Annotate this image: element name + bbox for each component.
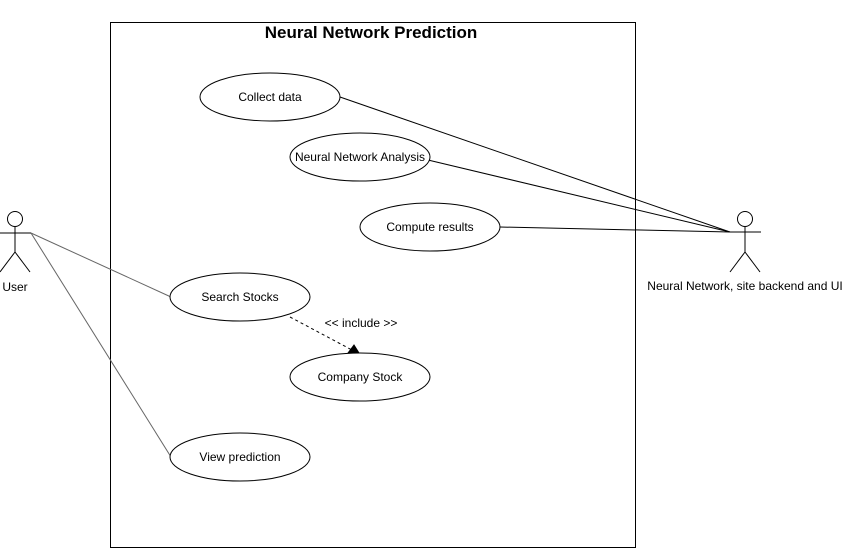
use-case-compute-results-label: Compute results (386, 220, 473, 234)
assoc-user-view-prediction (30, 232, 172, 458)
assoc-user-search-stocks (30, 232, 172, 298)
assoc-nn-analysis-system (427, 159, 731, 233)
use-case-view-prediction-label: View prediction (199, 450, 280, 464)
use-case-nn-analysis[interactable]: Neural Network Analysis (289, 132, 431, 182)
assoc-compute-results-system (499, 226, 731, 233)
system-title: Neural Network Prediction (265, 23, 478, 42)
actor-system-head (737, 211, 753, 227)
assoc-collect-data-system (339, 96, 731, 233)
use-case-search-stocks-label: Search Stocks (201, 290, 278, 304)
use-case-company-stock[interactable]: Company Stock (289, 352, 431, 402)
use-case-company-stock-label: Company Stock (318, 370, 404, 384)
use-case-collect-data[interactable]: Collect data (199, 72, 341, 122)
actor-system-label: Neural Network, site backend and UI (647, 279, 842, 293)
actor-user-label: User (2, 280, 27, 294)
include-label: << include >> (325, 316, 398, 330)
use-case-view-prediction[interactable]: View prediction (169, 432, 311, 482)
actor-system[interactable]: Neural Network, site backend and UI (647, 211, 843, 294)
use-case-search-stocks[interactable]: Search Stocks (169, 272, 311, 322)
actor-user-head (7, 211, 23, 227)
use-case-compute-results[interactable]: Compute results (359, 202, 501, 252)
actor-user[interactable]: User (0, 211, 31, 295)
use-case-nn-analysis-label: Neural Network Analysis (295, 150, 425, 164)
use-case-collect-data-label: Collect data (238, 90, 302, 104)
